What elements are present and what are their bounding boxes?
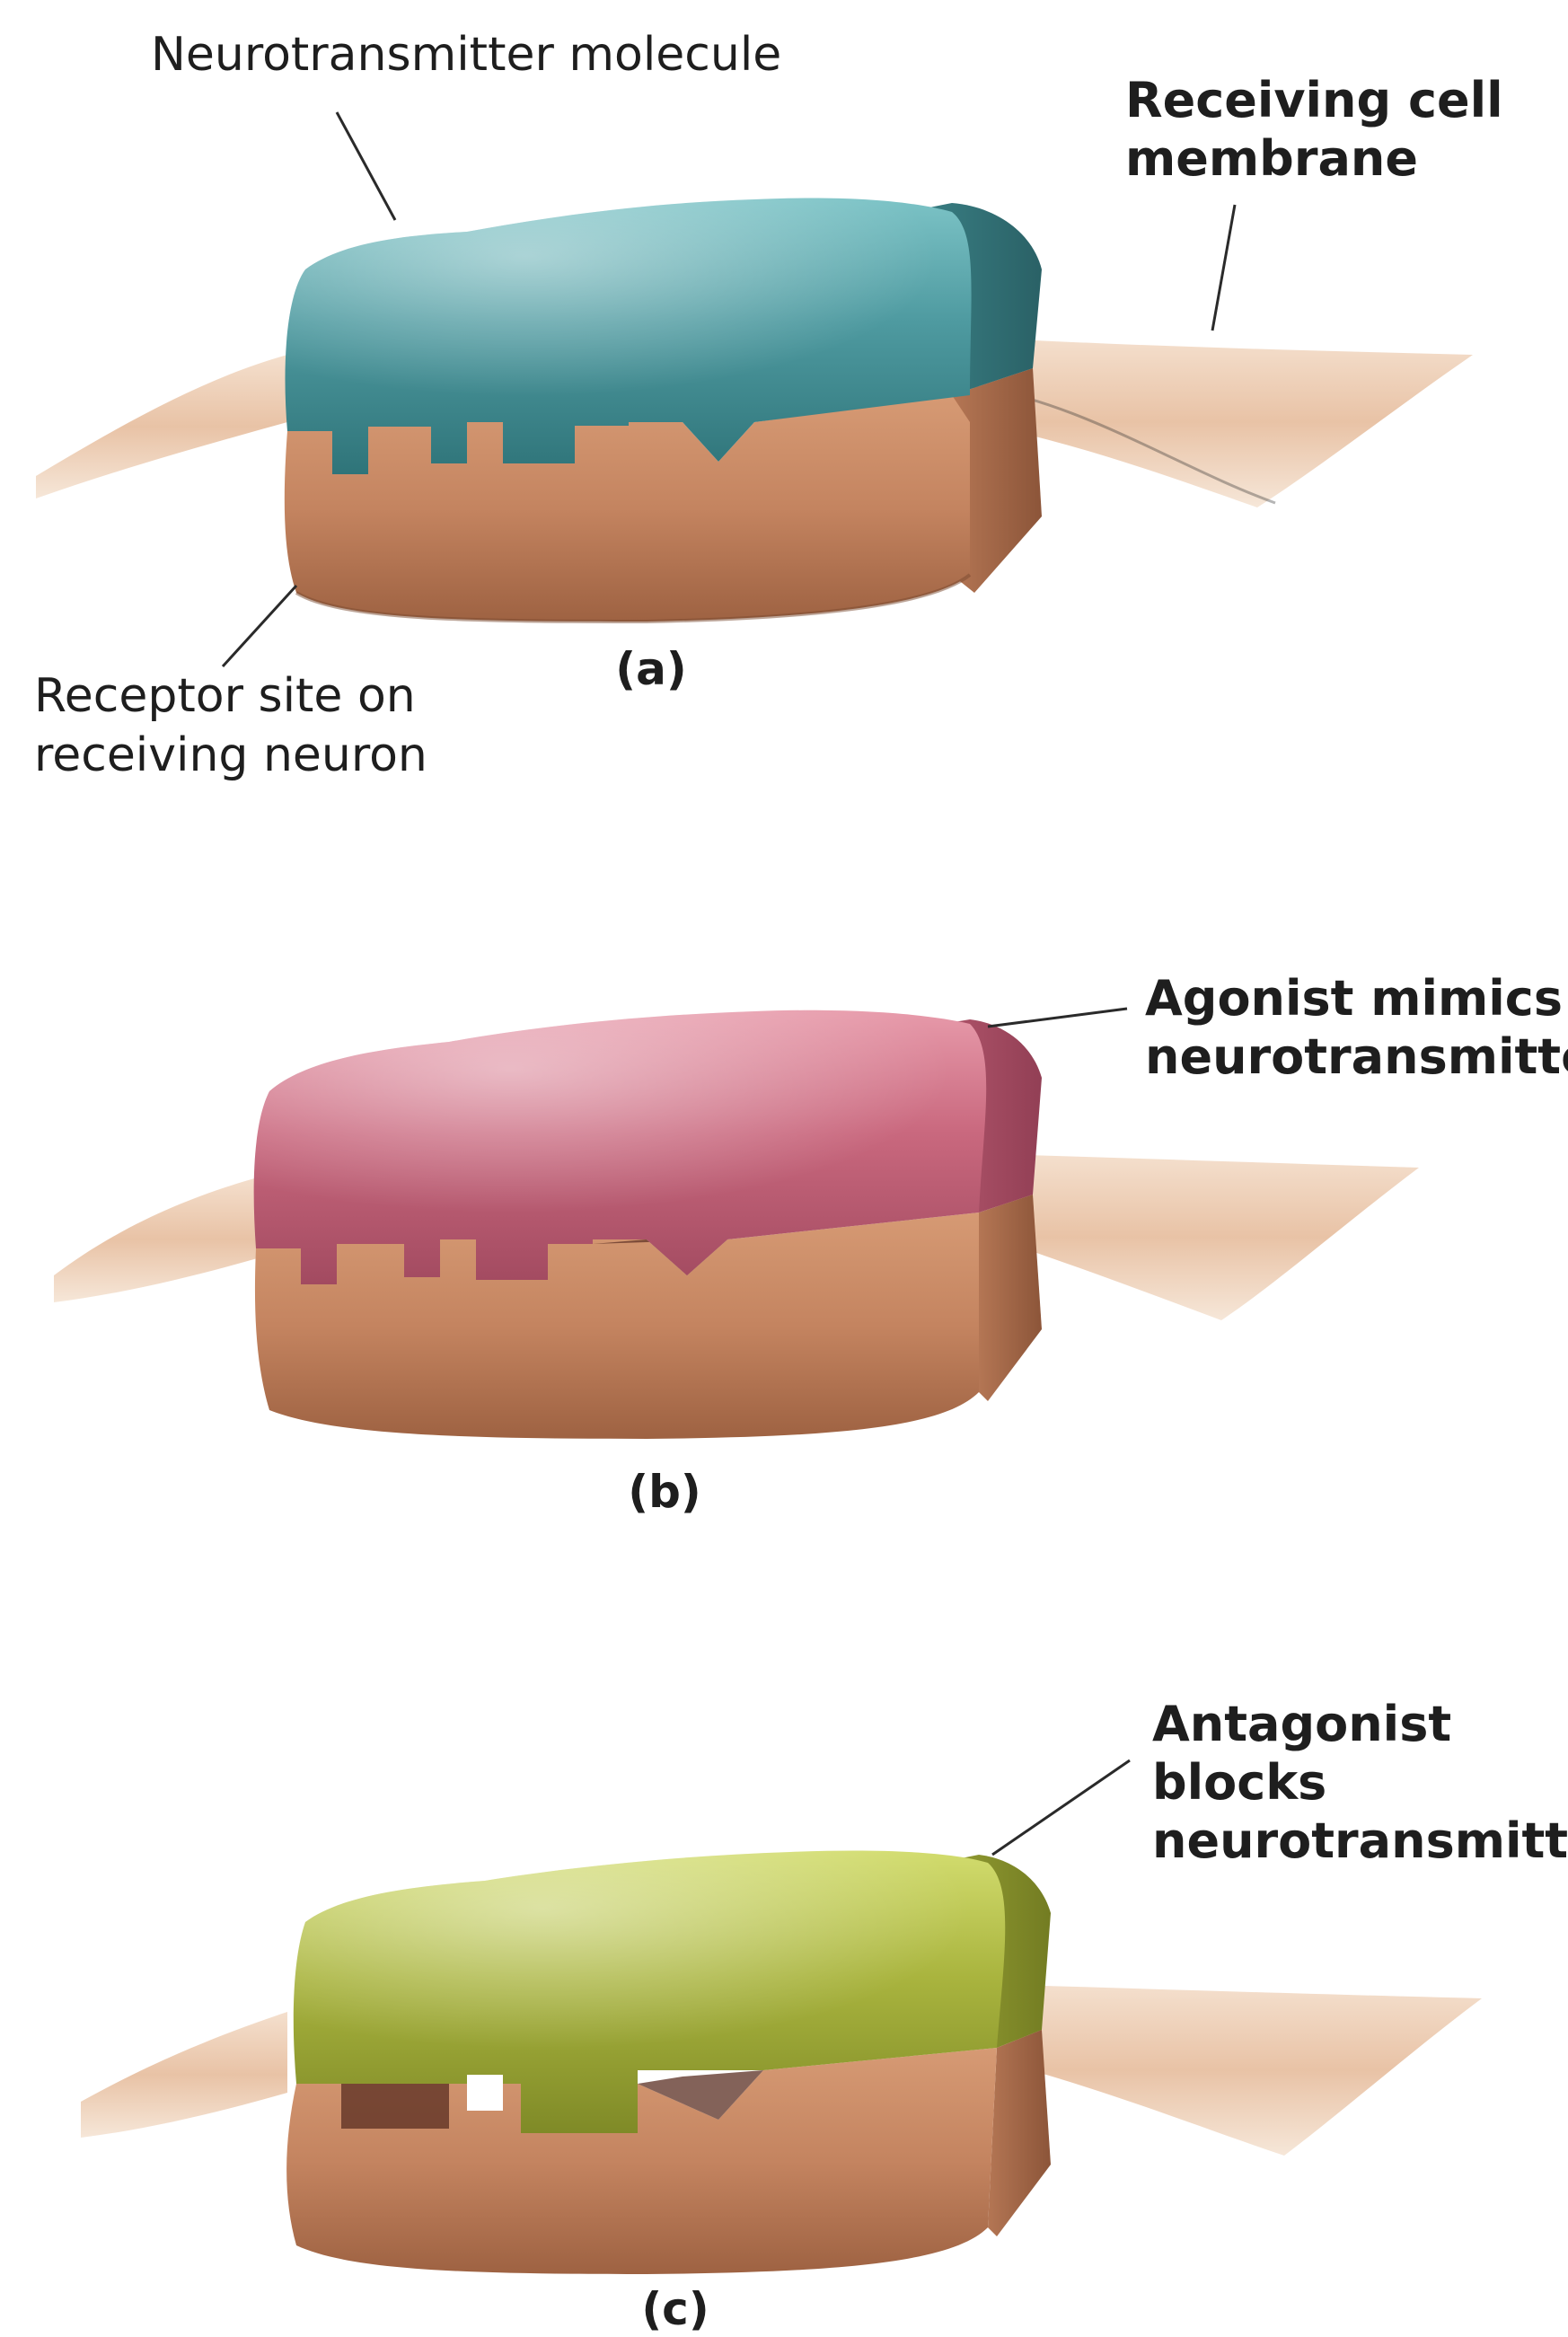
panel-c: Antagonist blocks neurotransmitter (c)	[81, 1696, 1568, 2335]
receptor-site-label-line2: receiving neuron	[34, 728, 427, 782]
receiving-membrane-label-line2: membrane	[1125, 130, 1418, 187]
neurotransmitter-molecule-label: Neurotransmitter molecule	[151, 28, 781, 82]
caption-b: (b)	[628, 1466, 701, 1518]
leader-membrane	[1212, 205, 1235, 331]
leader-neurotransmitter	[337, 112, 395, 220]
agonist-label-line1: Agonist mimics	[1145, 970, 1563, 1027]
caption-a: (a)	[615, 643, 686, 695]
panel-a: Neurotransmitter molecule Receiving cell…	[34, 28, 1503, 782]
antagonist-label-line1: Antagonist	[1152, 1696, 1451, 1752]
leader-agonist	[988, 1009, 1127, 1027]
empty-slot	[341, 2084, 449, 2129]
antagonist-label-line3: neurotransmitter	[1152, 1812, 1568, 1869]
caption-c: (c)	[641, 2283, 709, 2335]
panel-b: Agonist mimics neurotransmitter (b)	[54, 970, 1568, 1518]
leader-receptor	[223, 586, 296, 666]
receiving-membrane-label-line1: Receiving cell	[1125, 72, 1503, 128]
leader-antagonist	[992, 1760, 1130, 1855]
agonist-label-line2: neurotransmitter	[1145, 1028, 1568, 1085]
antagonist-label-line2: blocks	[1152, 1754, 1326, 1811]
receptor-site-label-line1: Receptor site on	[34, 669, 416, 723]
